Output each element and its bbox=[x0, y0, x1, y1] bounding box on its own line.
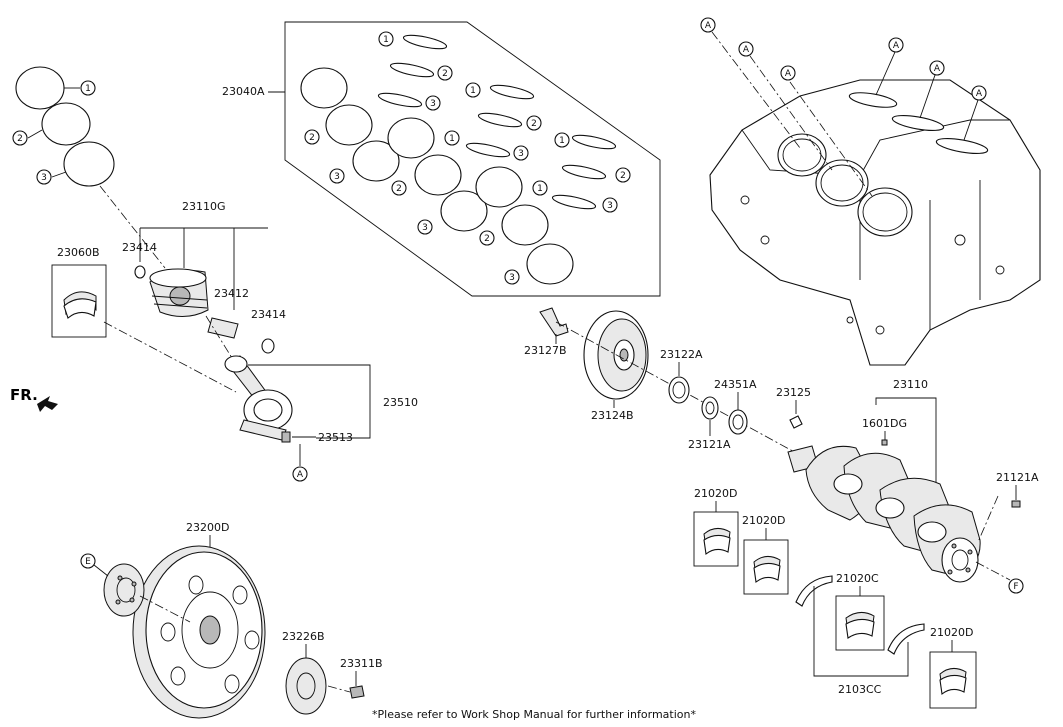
svg-text:3: 3 bbox=[422, 223, 428, 233]
crankshaft: 23110 1601DG F 21121A bbox=[787, 378, 1039, 594]
front-arrow-icon bbox=[37, 396, 58, 412]
callout-kit-3a: 3 bbox=[425, 95, 441, 111]
svg-text:E: E bbox=[85, 557, 91, 567]
callout-kit-2b: 2 bbox=[304, 129, 320, 145]
callout-crank-f: F bbox=[1008, 578, 1024, 594]
damper-pulley-group: 23127B 23124B 23122A 23121A 24351A 23125 bbox=[524, 307, 811, 456]
pin-clip-a-label: 23414 bbox=[122, 241, 157, 254]
callout-block-a4: A bbox=[888, 37, 904, 53]
key-label: 23125 bbox=[776, 386, 811, 399]
conrod-nut-label: 23513 bbox=[318, 431, 353, 444]
svg-text:1: 1 bbox=[559, 136, 565, 146]
sprocket-label: 23122A bbox=[660, 348, 703, 361]
callout-kit-3d: 3 bbox=[417, 219, 433, 235]
flywheel-plate-label: 23226B bbox=[282, 630, 325, 643]
svg-text:A: A bbox=[785, 69, 792, 79]
svg-text:2: 2 bbox=[396, 184, 402, 194]
piston-pin-label: 23412 bbox=[214, 287, 249, 300]
callout-kit-1a: 1 bbox=[378, 31, 394, 47]
svg-text:3: 3 bbox=[334, 172, 340, 182]
svg-text:2: 2 bbox=[309, 133, 315, 143]
callout-kit-1e: 1 bbox=[532, 180, 548, 196]
svg-text:2: 2 bbox=[17, 134, 23, 144]
callout-kit-2d: 2 bbox=[391, 180, 407, 196]
conrod-assy-label: 23510 bbox=[383, 396, 418, 409]
callout-block-a2: A bbox=[738, 41, 754, 57]
callout-kit-3f: 3 bbox=[504, 269, 520, 285]
piston-group-label: 23110G bbox=[182, 200, 226, 213]
svg-text:A: A bbox=[934, 64, 941, 74]
callout-rod-a: A bbox=[292, 466, 308, 482]
svg-text:2: 2 bbox=[484, 234, 490, 244]
svg-text:A: A bbox=[297, 470, 304, 480]
front-ring-label: 23121A bbox=[688, 438, 731, 451]
svg-text:1: 1 bbox=[383, 35, 389, 45]
callout-kit-1d: 1 bbox=[554, 132, 570, 148]
svg-text:1: 1 bbox=[470, 86, 476, 96]
svg-text:2: 2 bbox=[620, 171, 626, 181]
svg-text:3: 3 bbox=[430, 99, 436, 109]
engine-block: A A A A A A bbox=[700, 17, 1041, 366]
svg-text:1: 1 bbox=[85, 84, 91, 94]
svg-text:3: 3 bbox=[509, 273, 515, 283]
main-bearing-3-label: 21020C bbox=[836, 572, 879, 585]
svg-text:1: 1 bbox=[449, 134, 455, 144]
callout-kit-3c: 3 bbox=[513, 145, 529, 161]
callout-kit-3e: 3 bbox=[602, 197, 618, 213]
conrod-bearing: 23060B bbox=[51, 246, 237, 393]
svg-text:A: A bbox=[976, 89, 983, 99]
conrod-bearing-label: 23060B bbox=[57, 246, 100, 259]
callout-ring-2: 2 bbox=[12, 130, 28, 146]
pulley-bolt-label: 23127B bbox=[524, 344, 567, 357]
dowel-label: 21121A bbox=[996, 471, 1039, 484]
flywheel-group: 23200D E 23226B 23311B bbox=[80, 521, 383, 719]
callout-kit-2c: 2 bbox=[526, 115, 542, 131]
ring-kit-box: 23040A 1 2 3 2 3 1 2 3 1 2 3 1 2 bbox=[222, 21, 661, 297]
plug-label: 1601DG bbox=[862, 417, 907, 430]
svg-text:2: 2 bbox=[442, 69, 448, 79]
svg-text:2: 2 bbox=[531, 119, 537, 129]
callout-kit-2e: 2 bbox=[615, 167, 631, 183]
callout-kit-2f: 2 bbox=[479, 230, 495, 246]
callout-block-a6: A bbox=[971, 85, 987, 101]
thrust-washer-label: 2103CC bbox=[838, 683, 882, 696]
callout-ring-3: 3 bbox=[36, 169, 52, 185]
callout-block-a1: A bbox=[700, 17, 716, 33]
seal-label: 24351A bbox=[714, 378, 757, 391]
footnote: *Please refer to Work Shop Manual for fu… bbox=[372, 708, 696, 721]
pin-clip-b-label: 23414 bbox=[251, 308, 286, 321]
piston-group: 23110G 23414 23412 23414 bbox=[122, 200, 286, 359]
callout-flywheel-e: E bbox=[80, 553, 96, 569]
svg-text:A: A bbox=[893, 41, 900, 51]
svg-text:3: 3 bbox=[518, 149, 524, 159]
svg-text:1: 1 bbox=[537, 184, 543, 194]
loose-piston-rings: 1 2 3 bbox=[12, 66, 166, 269]
callout-kit-1b: 1 bbox=[465, 82, 481, 98]
svg-text:3: 3 bbox=[41, 173, 47, 183]
damper-pulley-label: 23124B bbox=[591, 409, 634, 422]
callout-kit-1c: 1 bbox=[444, 130, 460, 146]
flywheel-label: 23200D bbox=[186, 521, 229, 534]
callout-kit-3b: 3 bbox=[329, 168, 345, 184]
crankshaft-label: 23110 bbox=[893, 378, 928, 391]
callout-ring-1: 1 bbox=[80, 80, 96, 96]
main-bearing-4-label: 21020D bbox=[930, 626, 973, 639]
svg-text:F: F bbox=[1013, 582, 1018, 592]
callout-block-a5: A bbox=[929, 60, 945, 76]
main-bearing-2-label: 21020D bbox=[742, 514, 785, 527]
svg-text:3: 3 bbox=[607, 201, 613, 211]
connecting-rod: 23510 23513 A bbox=[224, 355, 418, 482]
front-arrow: FR. bbox=[10, 386, 58, 412]
front-marker: FR. bbox=[10, 386, 38, 404]
svg-text:A: A bbox=[705, 21, 712, 31]
flywheel-bolt-label: 23311B bbox=[340, 657, 383, 670]
ring-kit-label: 23040A bbox=[222, 85, 265, 98]
svg-text:A: A bbox=[743, 45, 750, 55]
main-bearings: 21020D 21020D 21020C 21020D 2103CC bbox=[693, 487, 977, 709]
main-bearing-1-label: 21020D bbox=[694, 487, 737, 500]
callout-block-a3: A bbox=[780, 65, 796, 81]
callout-kit-2a: 2 bbox=[437, 65, 453, 81]
